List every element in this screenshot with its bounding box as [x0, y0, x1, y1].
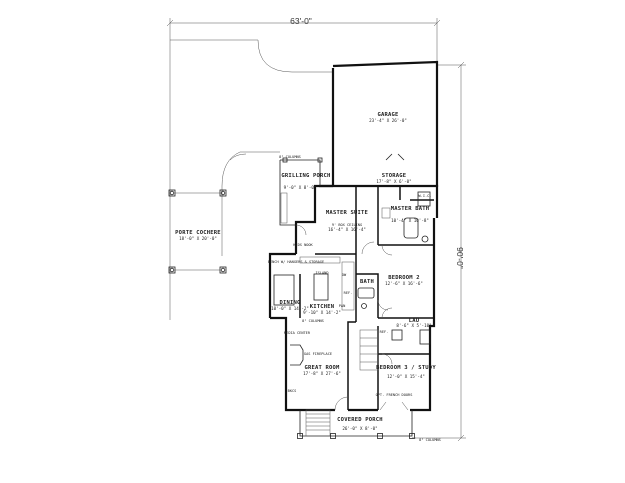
- note-fireplace: GAS FIREPLACE: [304, 352, 332, 356]
- column-icon: [297, 433, 303, 439]
- covered-porch: [297, 409, 416, 439]
- bath-name: BATH: [360, 279, 374, 285]
- note-wic: W.I.C.: [419, 194, 432, 198]
- dining-name: DINING: [279, 300, 301, 306]
- note-ref: REF.: [344, 291, 353, 295]
- door-swings: [295, 224, 409, 411]
- master-bath-size: 10'-4" X 10'-8": [391, 218, 429, 223]
- note-island: ISLAND: [316, 271, 329, 275]
- storage-name: STORAGE: [382, 173, 407, 179]
- overall-width-label: 63'-0": [290, 16, 312, 26]
- storage-size: 17'-8" X 6'-0": [376, 179, 411, 184]
- note-bookcase: BKCS: [288, 389, 297, 393]
- bedroom3-name: BEDROOM 3 / STUDY: [376, 365, 436, 371]
- kitchen-name: KITCHEN: [310, 304, 335, 310]
- note-columns-bottom: 8" COLUMNS: [419, 438, 441, 442]
- master-suite-size: 16'-4" X 16'-4": [328, 227, 366, 232]
- column-icon: [282, 157, 288, 163]
- fireplace: [290, 344, 304, 366]
- bedroom2-name: BEDROOM 2: [388, 275, 420, 281]
- exterior-walls: [268, 184, 439, 412]
- great-room-name: GREAT ROOM: [304, 365, 340, 371]
- covered-porch-size: 26'-0" X 8'-0": [342, 426, 377, 431]
- master-bath-name: MASTER BATH: [391, 206, 430, 212]
- bedroom2-size: 12'-6" X 16'-6": [385, 281, 423, 286]
- note-ref-lau: REF.: [380, 330, 389, 334]
- lau-name: LAU: [409, 318, 420, 324]
- kitchen-island: [313, 273, 329, 301]
- column-icon: [219, 266, 227, 274]
- dining-table: [273, 274, 295, 306]
- garage-size: 23'-4" X 26'-0": [369, 118, 407, 123]
- overall-width-dimension: 63'-0": [166, 16, 441, 62]
- note-columns-top: 8" COLUMNS: [279, 155, 301, 159]
- grilling-porch-name: GRILLING PORCH: [281, 173, 330, 179]
- note-kids-nook: KIDS NOOK: [293, 243, 313, 247]
- column-icon: [330, 433, 336, 439]
- column-icon: [409, 433, 415, 439]
- interior-walls: [299, 186, 434, 410]
- overall-depth-label: 90'-0": [455, 247, 465, 269]
- dining-size: 10'-0" X 14'-2": [271, 306, 309, 311]
- note-columns-mid: 8" COLUMNS: [302, 319, 324, 323]
- kitchen-size: 9'-10" X 14'-2": [303, 310, 341, 315]
- kitchen-fixtures: [273, 256, 355, 311]
- porte-cochere-size: 18'-0" X 20'-0": [179, 236, 217, 241]
- note-bench: BENCH W/ HANGERS & STORAGE: [268, 260, 324, 264]
- grilling-porch: [279, 157, 323, 226]
- note-pan: PAN: [339, 304, 346, 308]
- master-suite-note: 9' BOX CEILING: [332, 223, 362, 227]
- note-dw: DW: [342, 273, 347, 277]
- grilling-porch-size: 9'-0" X 8'-0": [284, 185, 317, 190]
- master-suite-name: MASTER SUITE: [326, 210, 368, 216]
- overall-depth-dimension: 90'-0": [412, 61, 466, 442]
- garage: [331, 60, 439, 187]
- column-icon: [317, 157, 323, 163]
- room-labels: GARAGE 23'-4" X 26'-0" STORAGE 17'-8" X …: [175, 112, 436, 431]
- lau-fixtures: [391, 329, 431, 345]
- lau-size: 8'-6" X 5'-10": [396, 323, 431, 328]
- porte-cochere-name: PORTE COCHERE: [175, 230, 221, 236]
- master-bath-fixtures: [381, 191, 431, 243]
- bedroom3-size: 12'-0" X 15'-4": [387, 374, 425, 379]
- column-icon: [219, 189, 227, 197]
- note-french-doors: OPT. FRENCH DOORS: [376, 393, 413, 397]
- porte-cochere-columns: [168, 189, 227, 274]
- bath-fixtures: [357, 287, 379, 371]
- note-media: MEDIA CENTER: [284, 331, 311, 335]
- garage-name: GARAGE: [377, 112, 398, 118]
- annotations: 8" COLUMNS 8" COLUMNS 8" COLUMNS KIDS NO…: [268, 155, 441, 442]
- column-icon: [377, 433, 383, 439]
- covered-porch-name: COVERED PORCH: [337, 417, 383, 423]
- great-room-size: 17'-8" X 27'-6": [303, 371, 341, 376]
